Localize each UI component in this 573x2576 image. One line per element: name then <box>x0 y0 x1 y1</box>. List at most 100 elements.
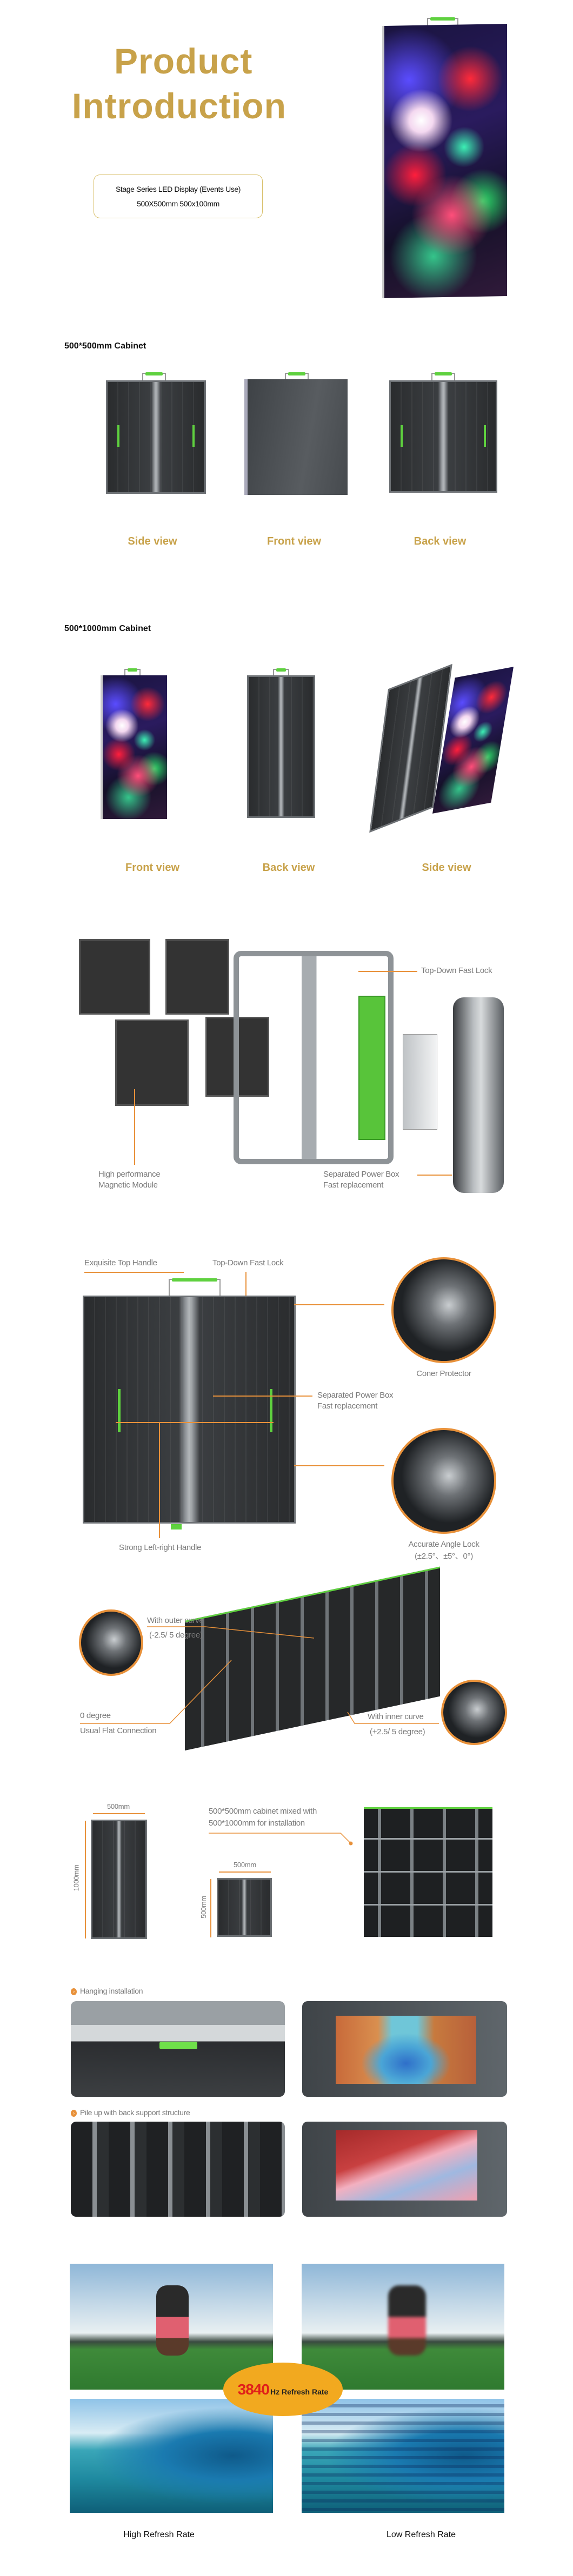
cabinet-500x1000-dimension-image <box>91 1820 147 1939</box>
cabinet-500-front-image <box>244 379 348 495</box>
refresh-rate-unit: Hz Refresh Rate <box>270 2387 329 2396</box>
top-down-lock-label: Top-Down Fast Lock <box>421 966 492 975</box>
inner-curve-label-2: (+2.5/ 5 degree) <box>370 1727 425 1736</box>
small-width-label: 500mm <box>234 1861 256 1869</box>
panel-handle-icon <box>427 17 458 25</box>
spec-box: Stage Series LED Display (Events Use) 50… <box>94 175 263 218</box>
callout-line <box>213 1396 312 1397</box>
handle-icon <box>431 372 455 380</box>
callout-line <box>358 971 417 972</box>
inner-curve-detail-image <box>441 1680 507 1745</box>
hanging-detail-photo <box>71 2001 285 2097</box>
pile-up-label: Pile up with back support structure <box>80 2108 190 2117</box>
flat-label-2: Usual Flat Connection <box>80 1726 157 1735</box>
outer-curve-label-2: (-2.5/ 5 degree) <box>149 1631 203 1640</box>
cabinet-1000-front-image <box>101 675 167 819</box>
cabinet-500x1000-heading: 500*1000mm Cabinet <box>64 624 151 633</box>
mixed-install-label-2: 500*1000mm for installation <box>209 1819 305 1828</box>
view-label: Front view <box>266 535 322 547</box>
top-handle-icon <box>169 1278 221 1297</box>
corner-protector-label: Coner Protector <box>416 1369 471 1378</box>
high-refresh-label: High Refresh Rate <box>123 2530 195 2539</box>
magnetic-module-label-2: Magnetic Module <box>98 1180 158 1190</box>
view-label: Front view <box>125 862 180 874</box>
handle-icon <box>285 372 309 380</box>
outer-curve-detail-image <box>79 1609 143 1676</box>
pile-up-scene-photo <box>302 2122 507 2217</box>
corner-protector-detail-image <box>391 1257 496 1363</box>
power-box-label-1: Separated Power Box <box>323 1170 399 1179</box>
angle-lock-detail-image <box>391 1428 496 1534</box>
callout-line <box>134 1089 135 1165</box>
cabinet-500x500-dimension-image <box>217 1878 272 1937</box>
magnetic-module-image <box>165 939 229 1015</box>
power-box-feature-label-1: Separated Power Box <box>317 1391 394 1400</box>
chevron-right-icon: › <box>71 2110 77 2117</box>
view-label: Back view <box>414 535 467 547</box>
callout-line <box>147 1626 315 1639</box>
power-supply-image <box>403 1034 437 1130</box>
curve-callout-lines <box>80 1626 439 1724</box>
cabinet-1000-back-image <box>247 675 315 818</box>
receiving-card-image <box>358 996 385 1140</box>
cabinet-500-back-image <box>389 380 497 493</box>
outer-curve-label-1: With outer curve <box>147 1616 204 1625</box>
side-handle-label: Strong Left-right Handle <box>119 1543 202 1552</box>
hanging-installation-heading: ›Hanging installation <box>71 1985 143 1996</box>
tall-height-label: 1000mm <box>72 1864 81 1891</box>
angle-lock-label-1: Accurate Angle Lock <box>408 1540 479 1549</box>
title-line-1: Product <box>114 41 253 81</box>
pile-up-heading: ›Pile up with back support structure <box>71 2107 190 2118</box>
mixed-install-label-1: 500*500mm cabinet mixed with <box>209 1807 317 1816</box>
hero-led-panel-image <box>382 23 507 299</box>
handle-icon <box>142 372 166 380</box>
callout-line <box>159 1422 160 1538</box>
pile-up-detail-photo <box>71 2122 285 2217</box>
callout-line <box>347 1712 439 1724</box>
surfer-high-refresh-photo <box>70 2399 273 2513</box>
callout-line <box>417 1175 452 1176</box>
cabinet-500-side-image <box>106 380 206 494</box>
angle-lock-label-2: (±2.5°、±5°、0°) <box>415 1552 473 1561</box>
hanging-scene-photo <box>302 2001 507 2097</box>
inner-curve-label-1: With inner curve <box>368 1712 424 1721</box>
mixed-callout-line <box>209 1833 353 1846</box>
surfer-low-refresh-photo <box>302 2399 504 2513</box>
mixed-wall-image <box>364 1807 492 1937</box>
callout-line <box>294 1304 384 1305</box>
cabinet-500x500-heading: 500*500mm Cabinet <box>64 341 146 351</box>
handle-icon <box>273 668 289 676</box>
low-refresh-label: Low Refresh Rate <box>386 2530 456 2539</box>
small-height-label: 500mm <box>199 1896 208 1918</box>
view-label: Side view <box>128 535 177 547</box>
dimension-line <box>85 1821 86 1938</box>
callout-line <box>84 1272 184 1273</box>
refresh-rate-number: 3840 <box>237 2381 270 2398</box>
power-box-image <box>453 997 504 1193</box>
callout-line <box>116 1422 274 1423</box>
chevron-right-icon: › <box>71 1988 77 1995</box>
tall-width-label: 500mm <box>107 1802 130 1810</box>
magnetic-module-label-1: High performance <box>98 1170 161 1179</box>
runner-low-refresh-photo <box>302 2264 504 2390</box>
view-label: Back view <box>262 862 315 874</box>
dimension-line <box>210 1879 211 1937</box>
spec-sizes: 500X500mm 500x100mm <box>137 199 219 208</box>
callout-line <box>294 1465 384 1466</box>
handle-icon <box>124 668 141 676</box>
runner-high-refresh-photo <box>70 2264 273 2390</box>
top-handle-label: Exquisite Top Handle <box>84 1258 157 1267</box>
spec-series: Stage Series LED Display (Events Use) <box>115 185 241 193</box>
dimension-line <box>93 1813 145 1814</box>
power-box-label-2: Fast replacement <box>323 1180 384 1190</box>
magnetic-module-image <box>79 939 150 1015</box>
hanging-installation-label: Hanging installation <box>80 1987 143 1995</box>
flat-label-1: 0 degree <box>80 1711 111 1720</box>
dimension-line <box>219 1871 271 1873</box>
view-label: Side view <box>422 862 471 874</box>
power-box-feature-label-2: Fast replacement <box>317 1401 378 1411</box>
magnetic-module-image <box>115 1019 189 1106</box>
callout-line <box>80 1660 232 1724</box>
